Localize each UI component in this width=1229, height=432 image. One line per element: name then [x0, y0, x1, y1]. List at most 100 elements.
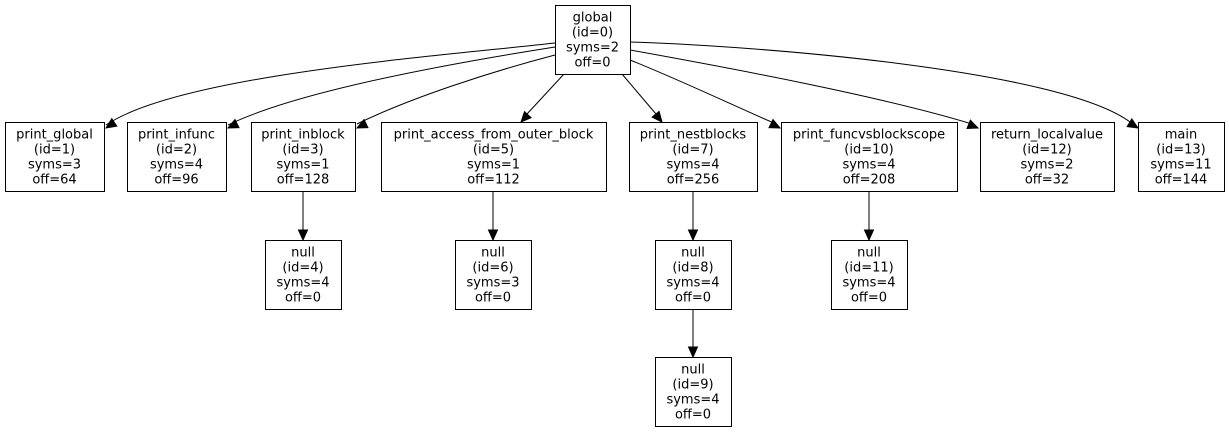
node-id: (id=9) [672, 378, 713, 393]
node-box [127, 122, 227, 192]
node-name: print_inblock [261, 128, 345, 143]
arrowhead-icon [687, 346, 699, 359]
node-syms: syms=4 [666, 276, 719, 291]
edge-line [356, 54, 556, 125]
node-id: (id=6) [472, 261, 513, 276]
node-name: print_global [16, 128, 93, 143]
node-offset: off=0 [675, 408, 711, 423]
node-offset: off=32 [1025, 173, 1069, 188]
node-name: null [681, 363, 705, 378]
arrowhead-icon [226, 118, 240, 129]
arrowhead-icon [1126, 118, 1140, 129]
node-box [381, 122, 607, 192]
nodes-layer: global(id=0)syms=2off=0print_global(id=1… [5, 5, 1225, 427]
node-name: global [573, 11, 613, 26]
node-box [629, 122, 758, 192]
node-name: return_localvalue [991, 128, 1103, 143]
node-id: (id=5) [473, 143, 514, 158]
node-syms: syms=1 [467, 158, 520, 173]
edge-n8-n9 [687, 309, 699, 359]
node-offset: off=0 [285, 291, 321, 306]
edge-n0-n1 [104, 42, 556, 129]
node-offset: off=112 [467, 173, 520, 188]
node-box [831, 240, 908, 310]
node-name: null [481, 246, 505, 261]
edge-n0-n13 [629, 41, 1140, 129]
edge-n0-n12 [629, 49, 980, 130]
node-name: print_funcvsblockscope [793, 128, 945, 143]
node-offset: off=256 [667, 173, 720, 188]
node-syms: syms=2 [1020, 158, 1073, 173]
node-id: (id=13) [1156, 143, 1205, 158]
node-offset: off=0 [675, 291, 711, 306]
node-offset: off=96 [154, 173, 198, 188]
node-syms: syms=11 [1150, 158, 1211, 173]
node-id: (id=4) [282, 261, 323, 276]
node-n10: print_funcvsblockscope(id=10)syms=4off=2… [781, 122, 958, 192]
node-name: null [291, 246, 315, 261]
node-syms: syms=4 [666, 158, 719, 173]
node-syms: syms=4 [842, 158, 895, 173]
node-box [555, 5, 631, 75]
edge-n5-n6 [487, 191, 499, 242]
node-name: print_access_from_outer_block [394, 128, 594, 143]
node-id: (id=1) [34, 143, 75, 158]
arrowhead-icon [520, 110, 533, 123]
arrowhead-icon [687, 229, 699, 242]
node-offset: off=144 [1155, 173, 1208, 188]
edge-line [629, 59, 777, 125]
edge-line [629, 49, 973, 125]
edge-n7-n8 [687, 191, 699, 242]
node-box [655, 357, 732, 427]
edge-n3-n4 [297, 191, 309, 242]
edge-n0-n3 [355, 54, 556, 129]
node-box [5, 122, 105, 192]
node-name: main [1165, 128, 1197, 143]
node-box [1138, 122, 1225, 192]
node-name: print_infunc [138, 128, 215, 143]
node-offset: off=0 [574, 56, 610, 71]
edge-line [227, 46, 556, 126]
node-name: null [681, 246, 705, 261]
arrowhead-icon [487, 229, 499, 242]
node-n5: print_access_from_outer_block(id=5)syms=… [381, 122, 607, 192]
node-box [980, 122, 1115, 192]
arrowhead-icon [966, 119, 980, 130]
node-id: (id=12) [1022, 143, 1071, 158]
arrowhead-icon [355, 118, 369, 129]
arrowhead-icon [768, 118, 782, 129]
arrowhead-icon [297, 229, 309, 242]
node-box [455, 240, 532, 310]
edge-line [105, 42, 556, 126]
edge-n0-n2 [226, 46, 556, 129]
node-box [781, 122, 958, 192]
node-id: (id=11) [844, 261, 893, 276]
node-name: print_nestblocks [640, 128, 747, 143]
node-offset: off=128 [277, 173, 330, 188]
node-box [265, 240, 342, 310]
edge-n0-n5 [520, 73, 565, 123]
node-box [655, 240, 732, 310]
node-syms: syms=4 [276, 276, 329, 291]
node-syms: syms=3 [466, 276, 519, 291]
node-syms: syms=2 [566, 41, 619, 56]
node-id: (id=10) [844, 143, 893, 158]
edge-line [526, 73, 565, 115]
node-offset: off=208 [843, 173, 896, 188]
edges-layer [104, 41, 1140, 359]
node-id: (id=8) [672, 261, 713, 276]
node-syms: syms=3 [28, 158, 81, 173]
node-syms: syms=4 [666, 393, 719, 408]
edge-line [621, 73, 657, 115]
edge-n0-n10 [629, 59, 782, 129]
node-box [251, 122, 356, 192]
